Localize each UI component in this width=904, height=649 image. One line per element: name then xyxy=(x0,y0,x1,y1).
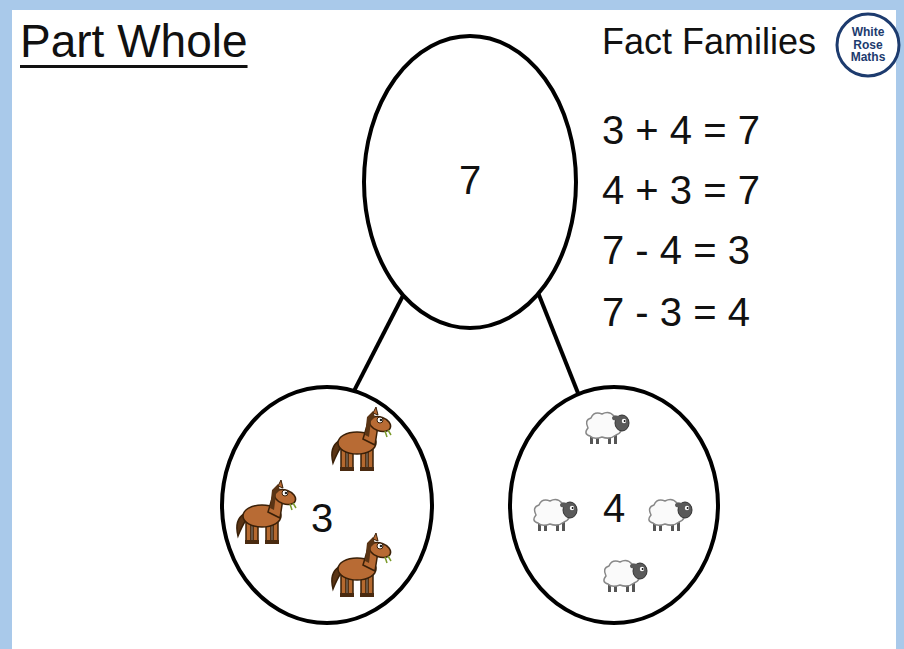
sheep-icon xyxy=(534,499,577,531)
fact-equation: 7 - 3 = 4 xyxy=(602,290,750,334)
part-whole-circle: 4 xyxy=(508,385,720,625)
connector-line xyxy=(539,295,578,394)
page-panel xyxy=(12,10,896,649)
fact-equation: 4 + 3 = 7 xyxy=(602,168,760,212)
logo-text: White Rose Maths xyxy=(841,26,895,64)
number-text: 4 xyxy=(603,488,625,528)
connector-line xyxy=(354,296,402,390)
diagram-title: Part Whole xyxy=(20,14,248,68)
circle-outline xyxy=(510,387,718,623)
number-text: 3 xyxy=(311,498,333,538)
horse-icon xyxy=(332,533,393,597)
fact-equation: 3 + 4 = 7 xyxy=(602,108,760,152)
number-text: 7 xyxy=(459,160,481,200)
part-whole-circle: 7 xyxy=(362,34,578,330)
sheep-icon xyxy=(649,499,692,531)
horse-icon xyxy=(237,480,298,544)
sheep-icon xyxy=(586,412,629,444)
section-heading: Fact Families xyxy=(602,22,816,62)
sheep-icon xyxy=(604,560,647,592)
circle-outline xyxy=(222,387,432,623)
fact-equation: 7 - 4 = 3 xyxy=(602,228,750,272)
part-whole-circle: 3 xyxy=(220,385,434,625)
logo-ring xyxy=(837,14,899,76)
connector-line xyxy=(354,296,402,390)
circle-outline xyxy=(364,36,576,328)
horse-icon xyxy=(332,407,393,471)
connector-line xyxy=(539,295,578,394)
